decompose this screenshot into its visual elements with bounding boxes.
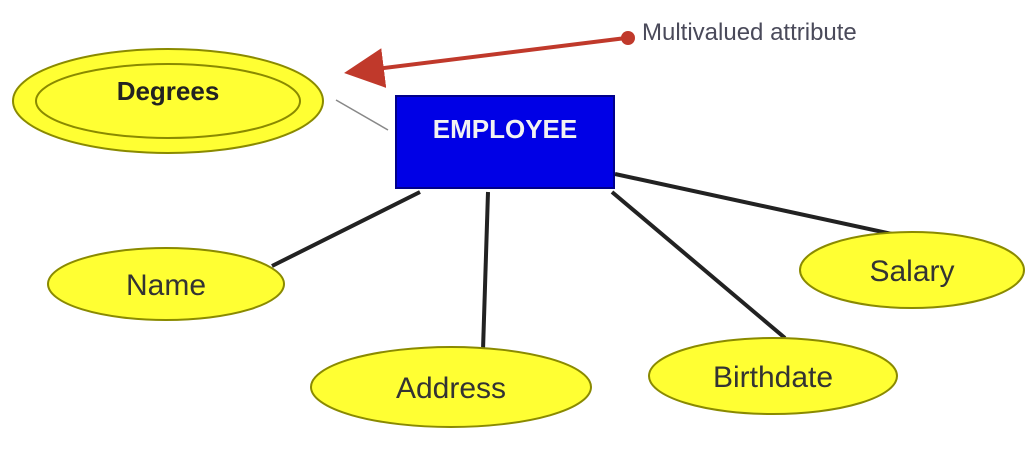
annotation-label: Multivalued attribute [642, 19, 857, 46]
attribute-ellipse [310, 346, 592, 428]
connector-birthdate [610, 190, 787, 340]
degrees-inner-ellipse [35, 63, 301, 139]
annotation-arrow-dot [621, 31, 635, 45]
attribute-birthdate[interactable]: Birthdate [648, 337, 898, 415]
connector-salary [614, 172, 893, 236]
attribute-ellipse [648, 337, 898, 415]
connector-address [481, 191, 490, 351]
attribute-label: Salary [869, 255, 954, 288]
connector-degrees [335, 99, 389, 131]
attribute-label: Birthdate [713, 361, 833, 394]
connector-name [271, 190, 421, 268]
attribute-label: Name [126, 269, 206, 302]
attribute-label: Address [396, 372, 506, 405]
attribute-ellipse [799, 231, 1025, 309]
multivalued-attribute-degrees[interactable]: Degrees [12, 48, 324, 154]
degrees-label: Degrees [117, 76, 220, 106]
annotation-arrow [344, 36, 627, 88]
attribute-salary[interactable]: Salary [799, 231, 1025, 309]
entity-box [395, 95, 615, 189]
attribute-address[interactable]: Address [310, 346, 592, 428]
entity-label: EMPLOYEE [433, 114, 577, 144]
entity-employee[interactable]: EMPLOYEE [395, 95, 615, 189]
attribute-name[interactable]: Name [47, 247, 285, 321]
attribute-ellipse [47, 247, 285, 321]
